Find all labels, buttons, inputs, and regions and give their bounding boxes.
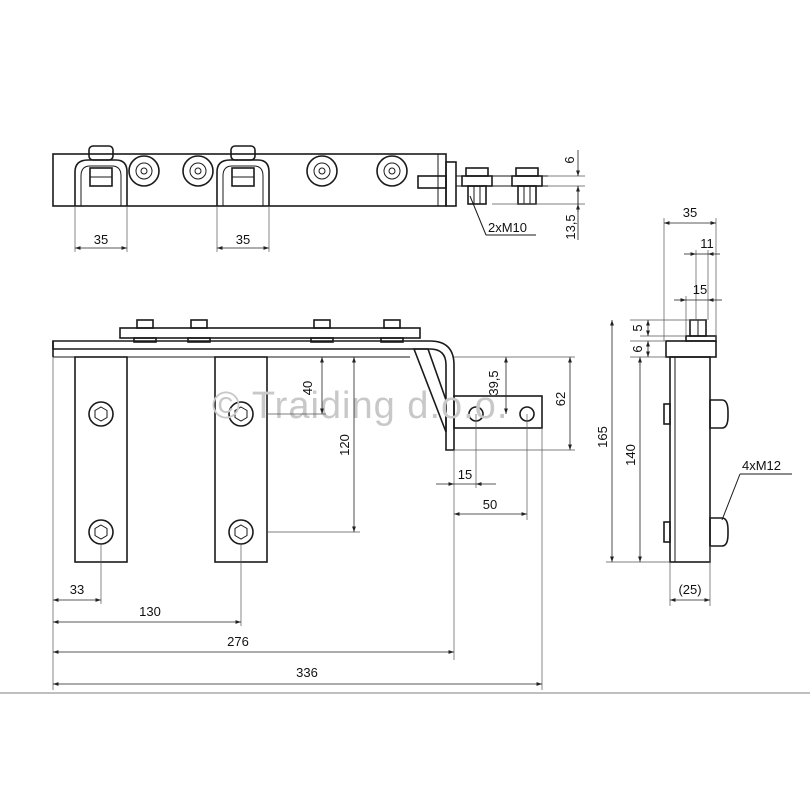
- nut-1: [128, 155, 160, 187]
- dim-15-side: 15: [693, 282, 707, 297]
- watermark: © Traiding d.o.o.: [212, 385, 508, 427]
- dim-165: 165: [595, 426, 610, 448]
- dim-50: 50: [483, 497, 497, 512]
- front-view: © Traiding d.o.o. 40 120 39,5 62 15 50 3…: [52, 319, 575, 690]
- m10-bolt-2: [511, 167, 543, 205]
- label-4xm12: 4xM12: [742, 458, 781, 473]
- dim-35-side: 35: [683, 205, 697, 220]
- top-view: 35 35 6 13,5 2xM10: [52, 145, 585, 252]
- side-view: 35 11 15 5 6 165 140 4xM12 (25): [595, 205, 792, 606]
- dim-336: 336: [296, 665, 318, 680]
- dim-33: 33: [70, 582, 84, 597]
- dim-11: 11: [700, 236, 714, 251]
- dim-276: 276: [227, 634, 249, 649]
- dim-6-top: 6: [562, 156, 577, 163]
- dim-35-right: 35: [236, 232, 250, 247]
- hanger-1: [74, 356, 128, 563]
- dim-35-left: 35: [94, 232, 108, 247]
- clip-2: [216, 145, 270, 206]
- dim-40: 40: [300, 381, 315, 395]
- label-2xm10: 2xM10: [488, 220, 527, 235]
- dim-6-side: 6: [630, 345, 645, 352]
- m10-bolt-1: [461, 167, 493, 205]
- dim-25: (25): [678, 582, 701, 597]
- front-bolt-4: [380, 319, 404, 343]
- nut-3: [306, 155, 338, 187]
- clip-1: [74, 145, 128, 206]
- dim-120: 120: [337, 434, 352, 456]
- dim-39-5: 39,5: [486, 370, 501, 395]
- nut-2: [182, 155, 214, 187]
- dim-130: 130: [139, 604, 161, 619]
- dim-5: 5: [630, 324, 645, 331]
- front-bolt-2: [187, 319, 211, 343]
- dim-13-5: 13,5: [563, 214, 578, 239]
- dim-15-front: 15: [458, 467, 472, 482]
- dim-62: 62: [553, 392, 568, 406]
- front-bolt-3: [310, 319, 334, 343]
- dim-140: 140: [623, 444, 638, 466]
- nut-4: [376, 155, 408, 187]
- front-bolt-1: [133, 319, 157, 343]
